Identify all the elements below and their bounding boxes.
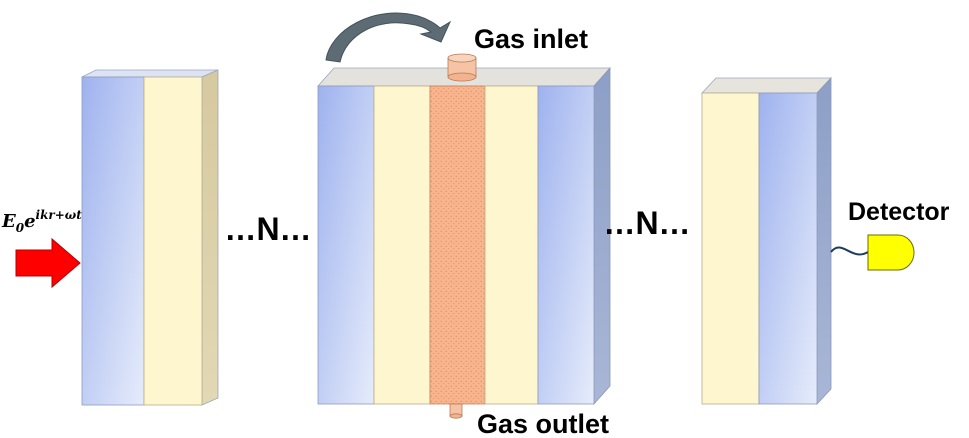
detector-label: Detector — [848, 198, 950, 226]
repeat-marker-right: …N… — [603, 205, 690, 241]
formula-subscript: 0 — [16, 221, 25, 235]
detector-cable — [830, 246, 869, 256]
right-blue-layer — [758, 92, 818, 405]
right-stack-side — [816, 76, 832, 406]
left-stack-top — [81, 69, 219, 78]
left-blue-layer — [81, 76, 145, 406]
input-field-formula: E0eikr+ωt — [1, 208, 82, 235]
left-cream-layer — [143, 76, 203, 406]
repeat-marker-left: …N… — [224, 211, 311, 247]
formula-exponent: ikr+ωt — [36, 208, 83, 222]
detector-icon — [867, 234, 915, 271]
middle-gas-cell-stack — [317, 66, 611, 406]
right-stack-top — [701, 77, 832, 94]
gas-inlet-label: Gas inlet — [474, 24, 588, 54]
left-mirror-stack — [81, 69, 219, 406]
middle-blue-layer-left — [317, 85, 375, 405]
middle-cream-layer-left — [373, 85, 431, 405]
left-stack-side — [201, 69, 219, 406]
incident-arrow-icon — [15, 237, 81, 289]
middle-blue-layer-right — [537, 85, 595, 405]
right-cream-layer — [701, 92, 760, 405]
middle-cream-layer-right — [484, 85, 539, 405]
gas-outlet-label: Gas outlet — [477, 409, 609, 438]
curved-flow-arrow — [325, 12, 452, 63]
gas-inlet-tube — [447, 53, 477, 82]
formula-exp-base: e — [24, 211, 35, 232]
gas-cell-layer — [429, 85, 486, 405]
formula-base: E — [1, 211, 16, 232]
right-mirror-stack — [701, 76, 832, 406]
gas-outlet-tube — [449, 403, 463, 419]
